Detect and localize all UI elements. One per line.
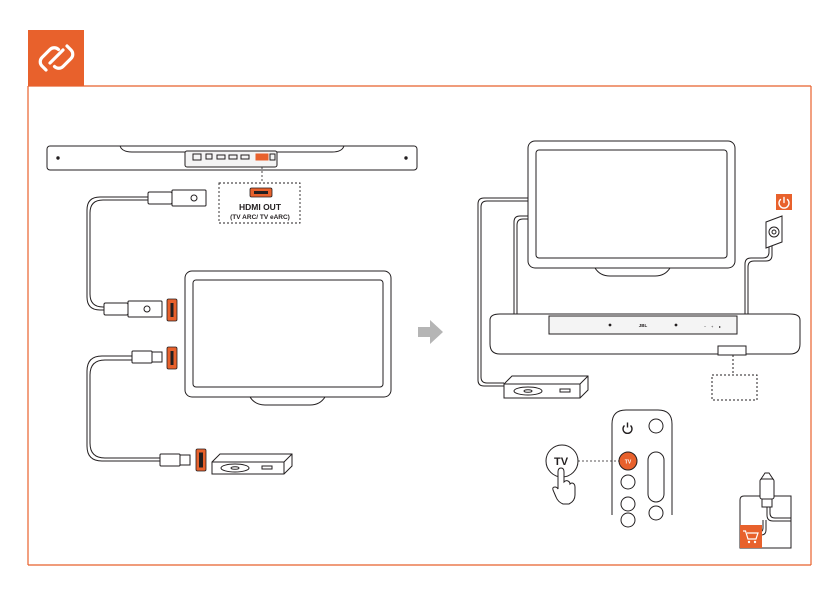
bluray-player-right <box>504 376 588 398</box>
power-icon <box>776 194 792 210</box>
hdmi-out-sublabel: (TV ARC/ TV eARC) <box>230 214 290 221</box>
cart-icon <box>740 525 762 548</box>
tv-callout-label: TV <box>554 456 569 468</box>
soundbar-brand-label: JBL <box>639 323 648 328</box>
hdmi-out-callout: HDMI OUT (TV ARC/ TV eARC) <box>219 167 300 223</box>
header-link-badge <box>28 30 84 86</box>
power-socket-icon <box>766 216 782 248</box>
arrow-right-icon <box>418 320 443 344</box>
soundbar-back-view <box>47 146 417 170</box>
remote-control <box>612 410 672 527</box>
svg-text:▸: ▸ <box>719 324 721 329</box>
hdmi-cable-accessory <box>740 473 791 548</box>
hdmi-out-label: HDMI OUT <box>239 202 282 212</box>
tv-hdmi-ports <box>167 299 177 369</box>
bluray-player-left <box>196 449 292 474</box>
remote-tv-button-label: TV <box>625 460 632 466</box>
tv-right <box>528 141 735 276</box>
tv-left <box>185 271 391 405</box>
